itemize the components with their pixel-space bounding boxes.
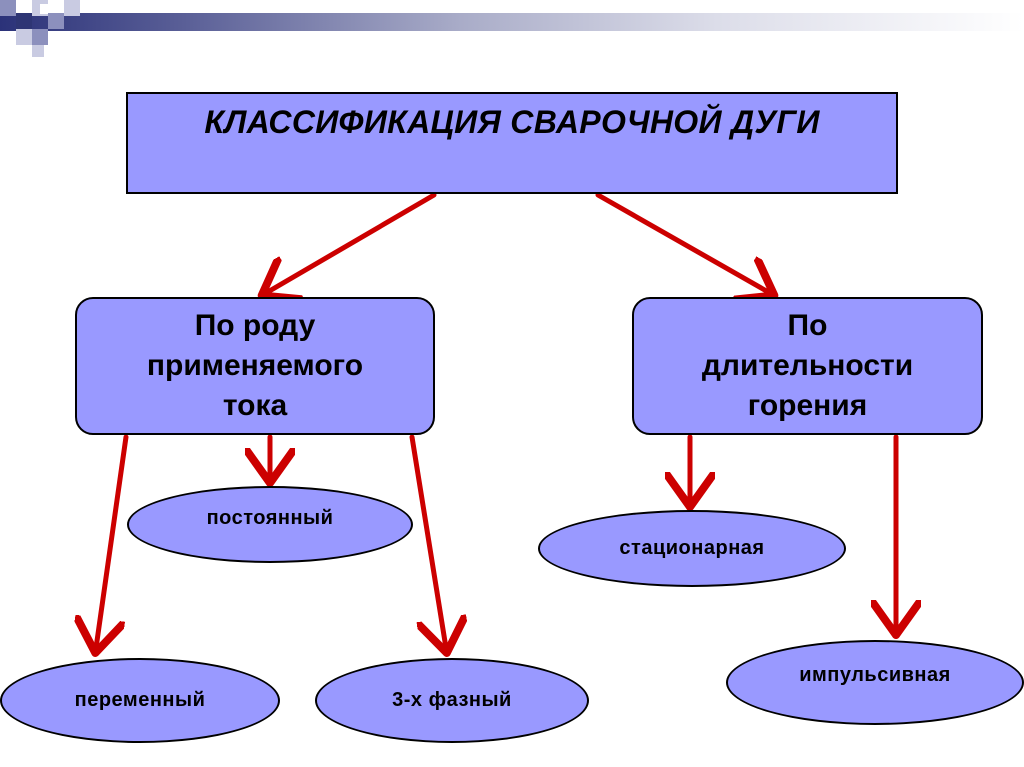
leaf-stacionarnaya: стационарная <box>538 510 846 587</box>
header-square-decoration <box>0 0 16 16</box>
header-gradient-bar <box>0 13 1024 31</box>
leaf-label: переменный <box>74 689 206 711</box>
arrow-title-to-current <box>266 192 437 293</box>
header-square-decoration <box>32 29 48 45</box>
leaf-label: импульсивная <box>799 664 951 686</box>
arrow-title-to-duration <box>595 192 770 293</box>
category-label-line: По роду <box>194 309 316 342</box>
category-current-type: По роду применяемого тока <box>75 297 435 435</box>
arrow-to-3faz <box>409 434 446 648</box>
category-label-line: длительности <box>701 349 914 382</box>
category-label-line: По <box>787 309 828 342</box>
category-label-line: горения <box>747 389 868 422</box>
header-square-decoration <box>48 13 64 29</box>
leaf-label: стационарная <box>619 537 765 559</box>
header-square-decoration <box>32 45 44 57</box>
header-square-decoration <box>64 0 80 16</box>
category-burning-duration: По длительности горения <box>632 297 983 435</box>
category-label-line: тока <box>222 389 288 422</box>
leaf-three-phase: 3-х фазный <box>315 658 589 743</box>
diagram-title: КЛАССИФИКАЦИЯ СВАРОЧНОЙ ДУГИ <box>126 92 898 194</box>
leaf-peremenny: переменный <box>0 658 280 743</box>
category-label-line: применяемого <box>146 349 364 382</box>
arrow-to-peremenny <box>96 434 129 648</box>
leaf-impulsivnaya: импульсивная <box>726 640 1024 725</box>
diagram-title-text: КЛАССИФИКАЦИЯ СВАРОЧНОЙ ДУГИ <box>204 104 820 140</box>
header-square-decoration <box>40 4 50 14</box>
header-square-decoration <box>16 29 32 45</box>
leaf-postoyanny: постоянный <box>127 486 413 563</box>
header-square-decoration <box>16 13 32 29</box>
leaf-label: 3-х фазный <box>392 689 512 711</box>
leaf-label: постоянный <box>206 507 334 529</box>
